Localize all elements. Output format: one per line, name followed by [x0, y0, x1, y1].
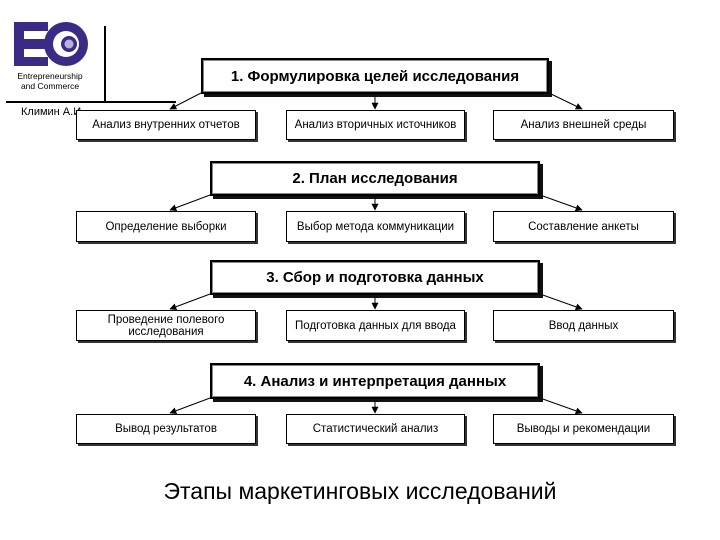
header-divider-vertical — [104, 26, 106, 102]
stage-4-item-1: Вывод результатов — [76, 414, 256, 444]
stage-3-item-1: Проведение полевого исследования — [76, 310, 256, 341]
stage-2-item-1: Определение выборки — [76, 211, 256, 242]
header-divider-horizontal — [6, 101, 176, 103]
stage-1-box: 1. Формулировка целей исследования — [201, 58, 549, 94]
ec-logo — [14, 22, 88, 66]
diagram-caption: Этапы маркетинговых исследований — [163, 478, 557, 504]
stage-3-arrow-3 — [539, 293, 583, 311]
stage-3-box: 3. Сбор и подготовка данных — [210, 260, 540, 295]
stage-2-arrow-1 — [169, 194, 211, 212]
stage-2-item-2: Выбор метода коммуникации — [286, 211, 465, 242]
stage-4-title: 4. Анализ и интерпретация данных — [243, 372, 507, 390]
logo-caption-line2: and Commerce — [20, 81, 80, 91]
stage-2-title: 2. План исследования — [292, 170, 458, 187]
stage-3-arrow-1 — [169, 293, 211, 311]
stage-2-arrow-3 — [539, 194, 583, 212]
stage-4-box: 4. Анализ и интерпретация данных — [210, 363, 540, 399]
stage-1-arrow-3 — [548, 92, 583, 110]
stage-3-item-3: Ввод данных — [493, 310, 674, 341]
author-name: Климин А.И. — [21, 106, 85, 118]
stage-3-item-2: Подготовка данных для ввода — [286, 310, 465, 341]
stage-2-box: 2. План исследования — [210, 161, 540, 196]
stage-1-arrow-1 — [169, 92, 202, 110]
stage-4-arrow-3 — [539, 397, 583, 415]
stage-4-item-2: Статистический анализ — [286, 414, 465, 444]
logo-caption: Entrepreneurship and Commerce — [10, 71, 90, 91]
stage-1-item-1: Анализ внутренних отчетов — [76, 110, 256, 140]
stage-4-arrow-1 — [169, 397, 211, 415]
stage-3-title: 3. Сбор и подготовка данных — [266, 269, 484, 286]
stage-1-item-2: Анализ вторичных источников — [286, 110, 465, 140]
logo-caption-line1: Entrepreneurship — [17, 71, 83, 81]
stage-1-title: 1. Формулировка целей исследования — [230, 67, 520, 85]
stage-4-item-3: Выводы и рекомендации — [493, 414, 674, 444]
stage-1-item-3: Анализ внешней среды — [493, 110, 674, 140]
stage-2-item-3: Составление анкеты — [493, 211, 674, 242]
